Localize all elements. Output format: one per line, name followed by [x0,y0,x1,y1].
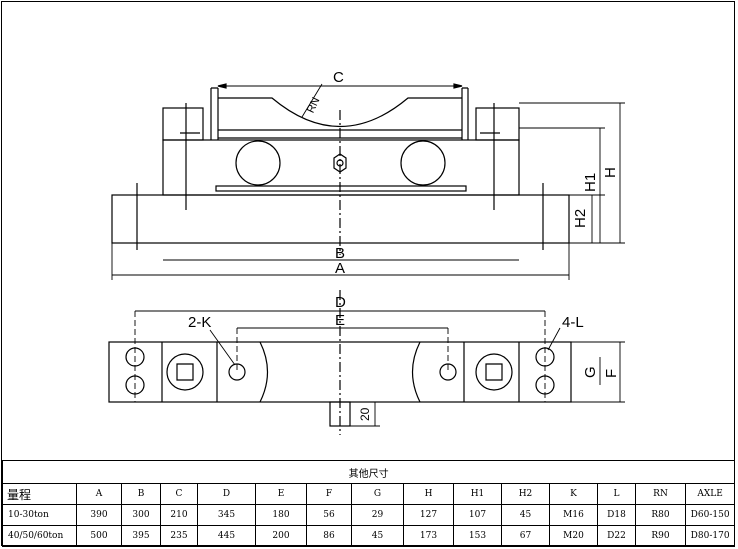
table-cell: 86 [306,525,352,547]
table-cell: 345 [197,504,256,526]
header-cell: F [306,483,352,505]
table-cell: 40/50/60ton [2,525,77,547]
dim-RN: RN [305,96,323,116]
dim-D: D [335,294,346,311]
dim-F: F [603,369,620,378]
header-cell: K [549,483,598,505]
table-cell: M20 [549,525,598,547]
table-cell: R90 [635,525,686,547]
header-cell: H [403,483,454,505]
header-cell: C [160,483,198,505]
table-cell: 153 [453,525,502,547]
table-row: 40/50/60ton 500 395 235 445 200 86 45 17… [2,525,736,547]
header-cell: RN [635,483,686,505]
table-cell: 29 [351,504,404,526]
header-cell: H2 [501,483,550,505]
table-cell: 235 [160,525,198,547]
table-cell: D22 [597,525,636,547]
table-cell: 500 [76,525,122,547]
table-cell: M16 [549,504,598,526]
header-cell: E [255,483,307,505]
table-cell: D80-170 [684,525,736,547]
table-cell: 10-30ton [2,504,77,526]
left-bolt-hole [235,140,281,186]
dim-K: 2-K [188,314,211,331]
front-view [111,83,625,280]
table-cell: D60-150 [684,504,736,526]
dim-C: C [333,69,344,86]
dim-G: G [582,366,599,378]
table-cell: 395 [121,525,161,547]
header-cell: AXLE [684,483,736,505]
table-cell: R80 [635,504,686,526]
right-end-block [475,107,520,141]
table-cell: 180 [255,504,307,526]
table-title: 其他尺寸 [1,460,736,484]
header-cell: D [197,483,256,505]
table-cell: 56 [306,504,352,526]
sensor-body [162,139,520,196]
header-cell: H1 [453,483,502,505]
dim-20: 20 [358,407,372,421]
dimension-table: 其他尺寸 量程 A B C D E F G H H1 H2 K L RN AXL… [1,460,736,547]
table-cell: 173 [403,525,454,547]
header-cell: 量程 [2,483,77,505]
header-cell: L [597,483,636,505]
table-cell: 445 [197,525,256,547]
table-cell: 300 [121,504,161,526]
table-cell: 45 [501,504,550,526]
dim-B: B [335,245,345,262]
dim-L: 4-L [562,314,584,331]
table-cell: 390 [76,504,122,526]
header-cell: G [351,483,404,505]
table-cell: 210 [160,504,198,526]
table-row: 10-30ton 390 300 210 345 180 56 29 127 1… [2,504,736,526]
dim-H2: H2 [572,209,589,228]
dim-A: A [335,260,345,277]
dim-H1: H1 [582,173,599,192]
table-cell: 45 [351,525,404,547]
dim-E: E [335,312,345,329]
table-cell: D18 [597,504,636,526]
table-cell: 107 [453,504,502,526]
top-view [108,290,625,435]
right-bolt-hole [400,140,446,186]
header-cell: A [76,483,122,505]
table-cell: 200 [255,525,307,547]
table-cell: 67 [501,525,550,547]
table-cell: 127 [403,504,454,526]
technical-drawing: C RN H H1 H2 B A D E 2-K 4-L G F 20 [108,69,625,435]
table-header-row: 量程 A B C D E F G H H1 H2 K L RN AXLE [2,483,736,505]
left-end-block [162,107,204,141]
header-cell: B [121,483,161,505]
dim-H: H [602,167,619,178]
